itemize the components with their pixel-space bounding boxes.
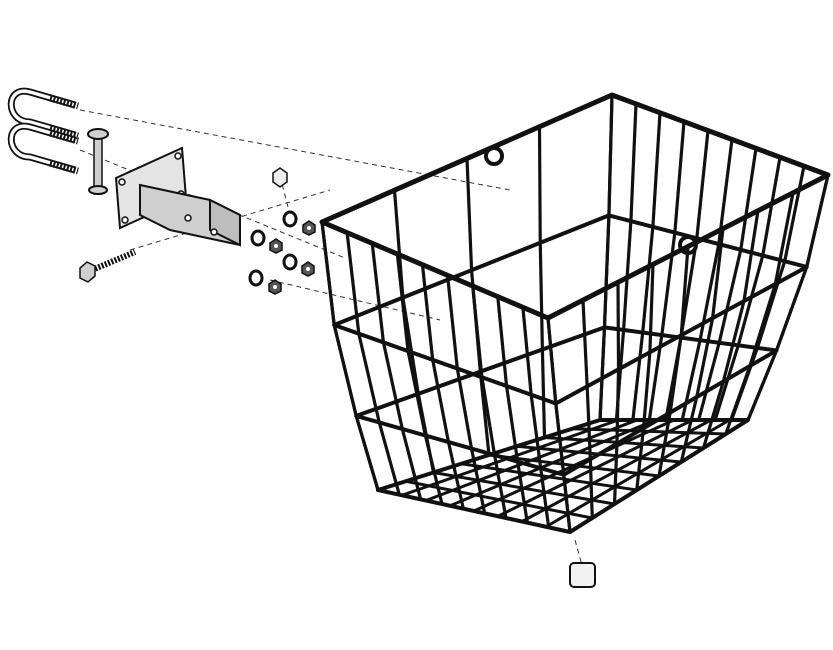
mounting-hardware [7, 87, 316, 295]
washer [248, 269, 264, 287]
pin-end [88, 185, 108, 195]
wire-basket [319, 92, 831, 534]
thread [49, 94, 79, 110]
u-bolt-highlight [9, 89, 76, 137]
thread [49, 159, 79, 175]
basket-side-wire [598, 93, 614, 422]
basket-floor-wire [544, 436, 704, 450]
basket-side-wire [546, 316, 572, 534]
basket-side-wire [537, 125, 547, 440]
u-bolt [7, 87, 79, 140]
hex-bolt-shank [90, 249, 137, 273]
plate-hole [121, 216, 129, 224]
guide-line [269, 279, 441, 321]
basket-floor-wire [488, 453, 660, 478]
basket-back-wire [647, 120, 686, 422]
basket-front-wire [496, 295, 529, 525]
basket-front-wire [370, 241, 423, 501]
guide-line [79, 109, 511, 191]
rim-loop [484, 146, 504, 166]
washer [282, 253, 298, 271]
basket-front-wire [345, 231, 401, 497]
basket-side-wire [465, 156, 491, 457]
bracket-hole [184, 214, 192, 222]
basket-side-wire [320, 220, 380, 492]
basket-floor-wire [516, 444, 682, 464]
basket-floor-wire [521, 418, 712, 523]
plate-hole [174, 152, 182, 160]
bracket-end [209, 198, 241, 247]
thread [49, 124, 79, 140]
basket-back-wire [664, 128, 710, 422]
guide-line [129, 189, 331, 251]
lock-nut-bore [307, 226, 311, 230]
lock-nut-bore [273, 285, 277, 289]
u-bolt [7, 122, 79, 175]
washer [250, 229, 266, 247]
assembly-guide-lines [79, 109, 583, 566]
hex-bolt-head [79, 261, 96, 283]
basket-side-wire [392, 188, 436, 475]
basket-side-wire [581, 298, 594, 520]
basket-back-wire [697, 146, 758, 422]
washer [282, 210, 298, 228]
basket-back-wire [631, 111, 662, 422]
basket-floor-wire [497, 418, 694, 518]
guide-line [574, 539, 583, 566]
basket-back-wire [746, 173, 830, 422]
basket-top-rim [319, 92, 831, 321]
bracket-hole [210, 228, 218, 236]
guide-line [279, 175, 291, 216]
basket-back-wire [614, 102, 638, 422]
end-cap [569, 562, 596, 588]
basket-back-wire [680, 137, 734, 422]
basket-side-wire [679, 227, 725, 464]
basket-floor-wire [572, 427, 726, 436]
basket-side-wire [724, 191, 795, 436]
basket-side-wire [701, 209, 760, 450]
pin-head [87, 128, 109, 140]
basket-back-wire [713, 155, 782, 422]
basket-back-wire [729, 164, 806, 422]
lock-nut-bore [306, 267, 310, 271]
hex-nut [272, 167, 288, 188]
lock-nut-bore [274, 244, 278, 248]
plate-hole [118, 178, 126, 186]
rim-loop [678, 235, 698, 255]
guide-line [79, 149, 346, 259]
end-cap-body [569, 562, 596, 588]
basket-floor-wire [545, 418, 731, 529]
thread [49, 129, 79, 145]
basket-front-wire [521, 305, 551, 529]
u-bolt-highlight [9, 124, 76, 172]
